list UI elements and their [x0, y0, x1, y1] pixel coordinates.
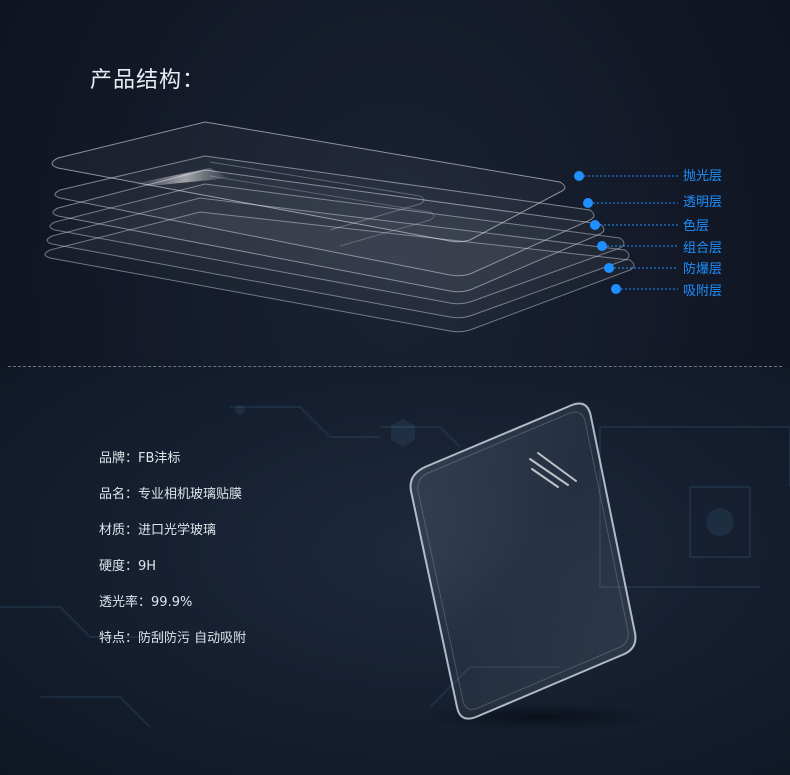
spec-label: 品名	[99, 487, 126, 502]
spec-separator: ：	[125, 559, 139, 574]
layer-label-adsorption: 吸附层	[683, 284, 723, 299]
glass-plate	[409, 402, 637, 720]
spec-label: 特点	[99, 631, 126, 646]
spec-separator: ：	[125, 631, 139, 646]
spec-transmittance: 透光率：99.9%	[99, 591, 246, 627]
layer-callout-combination	[597, 241, 678, 251]
glass-shine	[132, 168, 230, 186]
spec-separator: ：	[138, 595, 152, 610]
spec-label: 透光率	[99, 595, 139, 610]
spec-brand: 品牌：FB沣标	[99, 447, 246, 483]
spec-value: FB沣标	[138, 451, 181, 466]
spec-value: 9H	[138, 559, 157, 574]
spec-value: 进口光学玻璃	[138, 523, 217, 538]
spec-separator: ：	[125, 487, 139, 502]
spec-label: 品牌	[99, 451, 126, 466]
spec-list: 品牌：FB沣标 品名：专业相机玻璃贴膜 材质：进口光学玻璃 硬度：9H 透光率：…	[99, 447, 246, 663]
layer-callout-explosion-proof	[604, 263, 678, 273]
layer-stack-diagram	[44, 121, 678, 333]
glass-plate-inner-edge	[417, 411, 629, 710]
layer-label-explosion-proof: 防爆层	[683, 262, 723, 277]
section-title: 产品结构：	[90, 68, 206, 93]
spec-value: 防刮防污 自动吸附	[138, 631, 247, 646]
section-divider	[8, 366, 782, 367]
glass-reflection-icon	[529, 452, 577, 488]
layer-callout-transparent	[583, 198, 678, 208]
layer-sheet-explosion-proof	[46, 197, 630, 319]
spec-material: 材质：进口光学玻璃	[99, 519, 246, 555]
layer-label-color: 色层	[683, 219, 710, 234]
layer-sheet-color	[52, 169, 605, 293]
layer-label-polish: 抛光层	[683, 169, 723, 184]
spec-hardness: 硬度：9H	[99, 555, 246, 591]
spec-value: 99.9%	[151, 595, 193, 610]
layer-callout-polish	[574, 171, 678, 181]
layer-bevel-line	[209, 175, 435, 247]
spec-value: 专业相机玻璃贴膜	[138, 487, 243, 502]
spec-label: 硬度	[99, 559, 126, 574]
glass-shadow	[420, 703, 660, 731]
layer-bevel-line	[209, 161, 425, 231]
layer-sheet-combination	[49, 183, 625, 305]
product-structure-section: 产品结构：	[0, 0, 790, 366]
product-specs-section: 品牌：FB沣标 品名：专业相机玻璃贴膜 材质：进口光学玻璃 硬度：9H 透光率：…	[0, 367, 790, 775]
layer-callout-adsorption	[611, 284, 678, 294]
layer-label-combination: 组合层	[683, 241, 723, 256]
glass-protector-image	[409, 402, 660, 731]
layer-callout-color	[590, 220, 678, 230]
spec-product-name: 品名：专业相机玻璃贴膜	[99, 483, 246, 519]
layer-sheet-transparent	[54, 155, 595, 277]
layer-sheet-polish	[51, 121, 566, 243]
spec-separator: ：	[125, 523, 139, 538]
spec-features: 特点：防刮防污 自动吸附	[99, 627, 246, 663]
layer-sheet-adsorption	[44, 211, 635, 333]
layer-label-transparent: 透明层	[683, 195, 723, 210]
spec-label: 材质	[99, 523, 126, 538]
spec-separator: ：	[125, 451, 139, 466]
